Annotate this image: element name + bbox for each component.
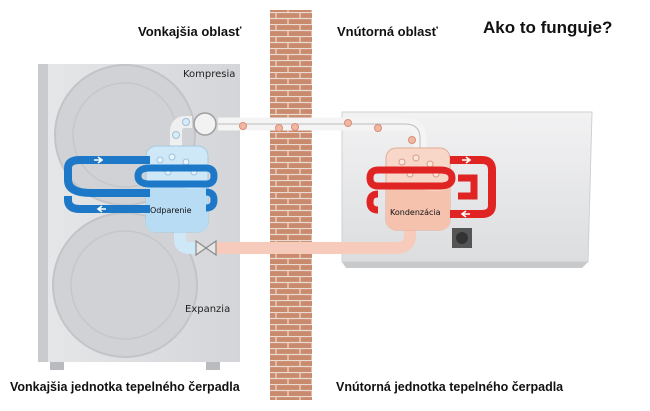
outdoor-unit: [38, 64, 240, 370]
brick-wall: [270, 10, 312, 400]
page-title: Ako to funguje?: [483, 18, 613, 37]
refrigerant-bottom-line: [174, 226, 416, 257]
label-condensation: Kondenzácia: [390, 208, 441, 217]
evaporator: [64, 145, 218, 233]
label-evaporation: Odparenie: [150, 206, 192, 215]
heading-outdoor-area: Vonkajšia oblasť: [138, 24, 242, 39]
condenser: [366, 147, 496, 231]
refrigerant-top-line: [170, 112, 427, 148]
expansion-valve-icon: [195, 239, 217, 257]
compressor-icon: [193, 112, 217, 136]
heading-indoor-area: Vnútorná oblasť: [337, 24, 438, 39]
footer-indoor-unit: Vnútorná jednotka tepelného čerpadla: [336, 380, 564, 394]
label-compression: Kompresia: [183, 69, 236, 80]
label-expansion: Expanzia: [185, 304, 231, 315]
footer-outdoor-unit: Vonkajšia jednotka tepelného čerpadla: [10, 380, 240, 394]
